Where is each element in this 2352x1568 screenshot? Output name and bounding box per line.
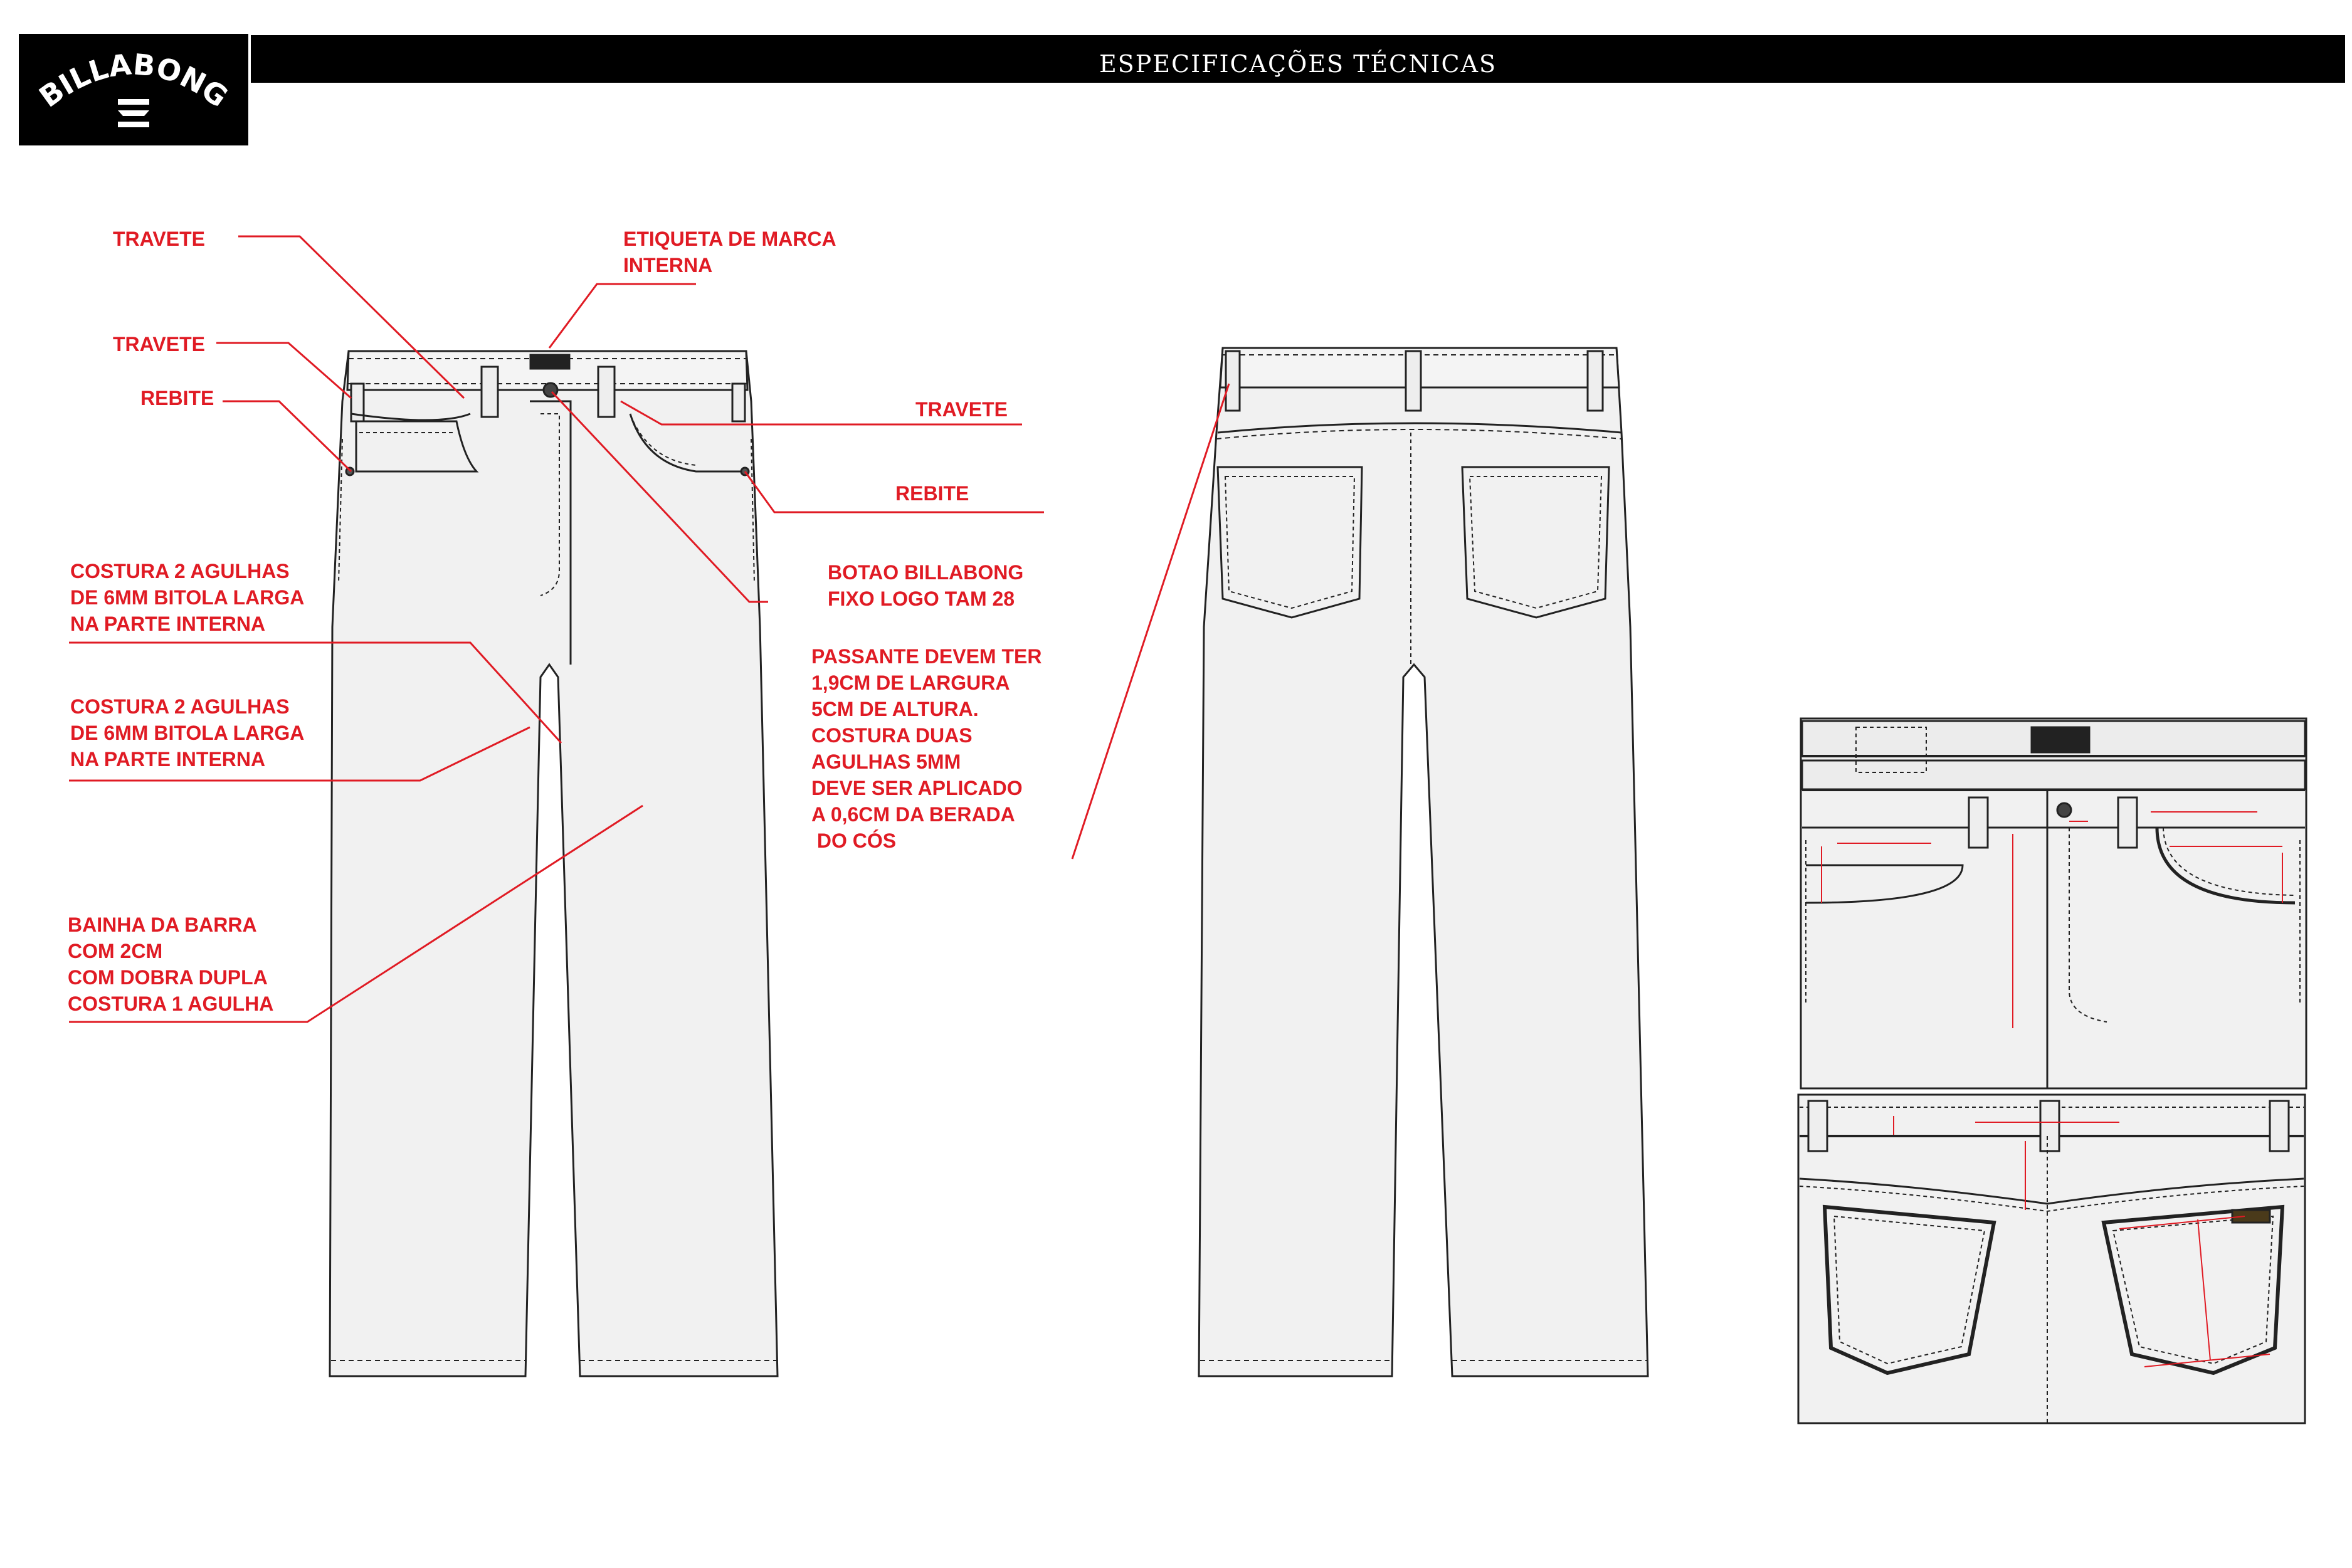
logo-mark-icon <box>118 99 149 127</box>
callout-bainha: BAINHA DA BARRA COM 2CM COM DOBRA DUPLA … <box>68 913 274 1015</box>
leader-lines <box>69 235 1230 1023</box>
back-pants-drawing <box>1198 347 1649 1377</box>
callout-travete-right: TRAVETE <box>915 398 1008 421</box>
billabong-logo: BILLABONG <box>19 34 248 145</box>
callout-costura-1: COSTURA 2 AGULHAS DE 6MM BITOLA LARGA NA… <box>70 560 305 635</box>
back-detail-panel <box>1797 1093 2306 1424</box>
callout-rebite-right: REBITE <box>895 482 969 505</box>
callout-passante: PASSANTE DEVEM TER 1,9CM DE LARGURA 5CM … <box>811 645 1042 852</box>
callout-botao: BOTAO BILLABONG FIXO LOGO TAM 28 <box>828 561 1024 610</box>
front-detail-panel <box>1800 717 2307 1090</box>
callout-travete-top: TRAVETE <box>113 228 205 250</box>
logo-graphic: BILLABONG <box>33 47 234 127</box>
callout-rebite-left: REBITE <box>140 387 214 409</box>
callout-costura-2: COSTURA 2 AGULHAS DE 6MM BITOLA LARGA NA… <box>70 695 305 771</box>
page-title: ESPECIFICAÇÕES TÉCNICAS <box>1099 50 1497 78</box>
header-bar: ESPECIFICAÇÕES TÉCNICAS <box>251 35 2345 83</box>
callout-travete-left: TRAVETE <box>113 333 205 355</box>
front-pants-drawing <box>329 350 779 1377</box>
callout-etiqueta-marca: ETIQUETA DE MARCA INTERNA <box>623 228 836 276</box>
